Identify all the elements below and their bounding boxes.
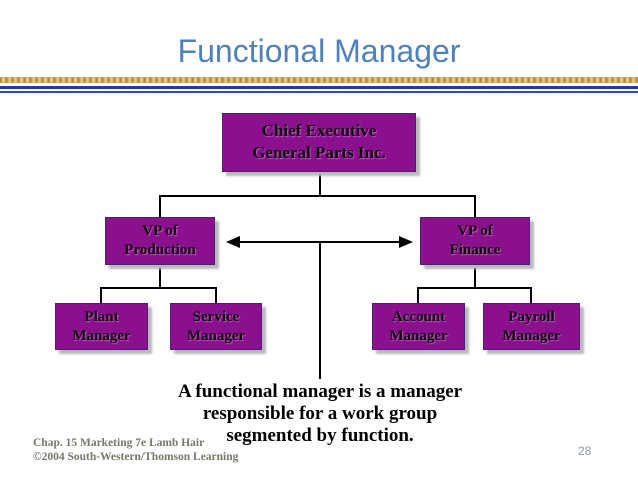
org-node-label: General Parts Inc. (252, 143, 386, 162)
two-way-arrow-heads (226, 236, 413, 248)
org-node-label: VP of (142, 223, 178, 239)
org-node-label: Payroll (508, 309, 555, 325)
org-node-label: Manager (502, 328, 561, 344)
org-node-label: Chief Executive (261, 121, 377, 140)
org-node-plant-manager: Plant Manager (55, 303, 148, 350)
org-node-chief-executive: Chief Executive General Parts Inc. (222, 113, 416, 172)
caption-line: segmented by function. (226, 425, 414, 446)
slide-caption: A functional manager is a manager respon… (130, 381, 510, 447)
connector-lines (100, 172, 532, 379)
org-node-service-manager: Service Manager (170, 303, 262, 350)
org-node-label: Production (124, 242, 196, 258)
caption-line: A functional manager is a manager (177, 381, 463, 402)
org-node-label: Manager (186, 328, 246, 344)
org-node-label: Finance (449, 242, 501, 258)
title-divider-blue-line-thick (0, 86, 638, 89)
org-node-vp-finance: VP of Finance (420, 217, 530, 265)
org-node-label: Account (391, 309, 446, 325)
org-node-account-manager: Account Manager (372, 303, 465, 350)
org-node-label: Service (192, 309, 240, 325)
caption-line: responsible for a work group (202, 403, 438, 424)
org-node-label: VP of (457, 223, 493, 239)
slide-footer: Chap. 15 Marketing 7e Lamb Hair ©2004 So… (33, 436, 238, 464)
org-node-payroll-manager: Payroll Manager (483, 303, 580, 350)
page-title: Functional Manager (177, 33, 461, 69)
title-divider-blue-line-thin (0, 91, 638, 93)
org-node-vp-production: VP of Production (105, 217, 215, 265)
arrowhead-right (399, 236, 413, 248)
title-divider-gold-bar (0, 77, 638, 83)
footer-citation: Chap. 15 Marketing 7e Lamb Hair (33, 437, 205, 449)
page-number: 28 (578, 444, 592, 458)
arrowhead-left (226, 236, 240, 248)
org-node-label: Manager (72, 328, 131, 344)
org-node-label: Plant (84, 309, 119, 325)
footer-copyright: ©2004 South-Western/Thomson Learning (33, 451, 239, 463)
org-node-label: Manager (389, 328, 448, 344)
